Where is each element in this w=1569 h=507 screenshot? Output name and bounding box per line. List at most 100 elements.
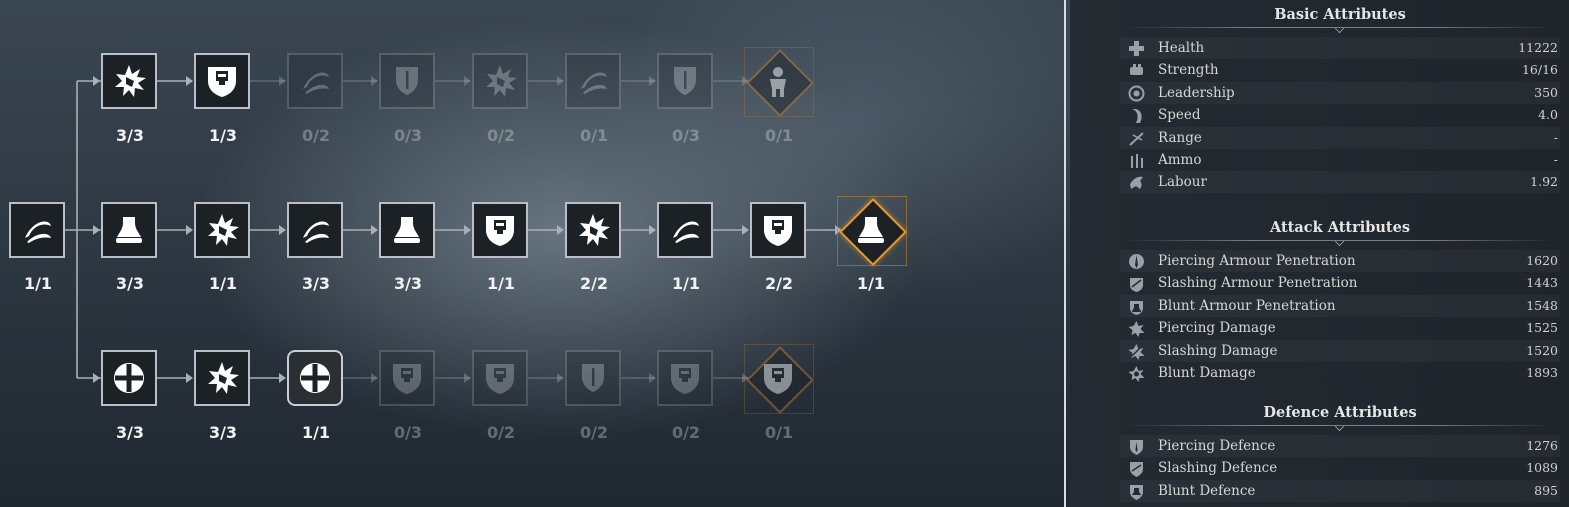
shield-sword-icon — [582, 364, 604, 392]
skill-node-top-4[interactable] — [379, 53, 435, 109]
attribute-name: Piercing Defence — [1158, 438, 1276, 454]
blunt-defence-icon — [1130, 484, 1143, 500]
cross-icon — [114, 363, 144, 393]
attribute-row: Ammo- — [1120, 149, 1560, 171]
attribute-name: Health — [1158, 40, 1205, 56]
skill-node-top-1[interactable] — [101, 53, 157, 109]
attribute-name: Slashing Damage — [1158, 342, 1278, 359]
bell-icon — [858, 217, 884, 243]
attack-attributes-title: Attack Attributes — [1269, 219, 1410, 236]
skill-level-mid-3: 3/3 — [301, 274, 331, 293]
capstone-frame — [744, 47, 814, 117]
swirl-icon — [673, 221, 699, 243]
shield-sword-icon — [396, 67, 418, 95]
connector-arrow — [186, 373, 193, 383]
piercing-damage-icon — [1128, 321, 1145, 338]
skill-node-mid-5[interactable] — [472, 202, 528, 258]
knight-shield-icon — [671, 364, 699, 394]
connector-arrow — [279, 225, 286, 235]
slashing-pen-icon — [1130, 278, 1143, 293]
skill-node-bot-1[interactable] — [101, 350, 157, 406]
connector-arrow — [93, 225, 100, 235]
skill-node-mid-4[interactable] — [379, 202, 435, 258]
skill-node-mid-capstone[interactable] — [837, 196, 907, 266]
skill-level-top-2: 1/3 — [208, 126, 238, 145]
attribute-name: Blunt Defence — [1158, 482, 1256, 499]
skill-node-bot-2[interactable] — [194, 350, 250, 406]
skill-node-bot-7[interactable] — [657, 350, 713, 406]
attribute-value: 4.0 — [1538, 107, 1558, 123]
attribute-value: 350 — [1534, 84, 1558, 100]
attribute-name: Piercing Damage — [1158, 320, 1276, 337]
swirl-icon — [581, 72, 607, 94]
attribute-value: 11222 — [1518, 40, 1558, 55]
shield-sword-icon — [674, 67, 696, 95]
warrior-icon — [770, 67, 786, 97]
skill-node-bot-6[interactable] — [565, 350, 621, 406]
skill-node-mid-6[interactable] — [565, 202, 621, 258]
attribute-value: 1.92 — [1530, 174, 1558, 190]
labour-icon — [1130, 177, 1143, 190]
skill-level-mid-5: 1/1 — [486, 274, 516, 293]
attribute-value: 1525 — [1526, 320, 1558, 336]
skill-node-top-6[interactable] — [565, 53, 621, 109]
skill-node-top-2[interactable] — [194, 53, 250, 109]
skill-level-bot-3: 1/1 — [301, 423, 331, 442]
attribute-name: Blunt Damage — [1158, 364, 1256, 381]
slashing-damage-icon — [1128, 343, 1145, 360]
skill-node-mid-7[interactable] — [657, 202, 713, 258]
skill-level-mid-1: 3/3 — [115, 274, 145, 293]
skill-level-top-capstone: 0/1 — [764, 126, 794, 145]
attribute-name: Blunt Armour Penetration — [1158, 297, 1336, 314]
skill-node-bot-3[interactable] — [287, 350, 343, 406]
skill-node-top-capstone[interactable] — [744, 47, 814, 117]
skill-node-mid-2[interactable] — [194, 202, 250, 258]
knight-shield-icon — [486, 364, 514, 394]
skill-level-mid-2: 1/1 — [208, 274, 238, 293]
attribute-value: 1089 — [1526, 460, 1558, 476]
skill-level-bot-6: 0/2 — [579, 423, 609, 442]
skill-node-bot-4[interactable] — [379, 350, 435, 406]
skill-node-mid-8[interactable] — [750, 202, 806, 258]
skill-node-top-7[interactable] — [657, 53, 713, 109]
bell-icon — [394, 217, 420, 243]
connector-arrow — [742, 225, 749, 235]
burst-icon — [208, 362, 239, 394]
skill-node-bot-5[interactable] — [472, 350, 528, 406]
skill-node-root[interactable] — [9, 202, 65, 258]
defence-attributes-title: Defence Attributes — [1263, 404, 1417, 421]
skill-node-bot-capstone[interactable] — [744, 344, 814, 414]
burst-icon — [486, 65, 517, 97]
piercing-defence-icon — [1130, 440, 1143, 455]
skill-level-top-1: 3/3 — [115, 126, 145, 145]
connector-arrow — [464, 373, 471, 383]
attribute-name: Range — [1158, 129, 1202, 146]
strength-icon — [1130, 64, 1143, 76]
connector-arrow — [186, 76, 193, 86]
basic-attributes-title: Basic Attributes — [1274, 6, 1406, 23]
connector-arrow — [557, 76, 564, 86]
knight-shield-icon — [393, 364, 421, 394]
skill-node-top-3[interactable] — [287, 53, 343, 109]
knight-shield-icon — [486, 216, 514, 246]
burst-icon — [208, 214, 239, 246]
connector-arrow — [464, 225, 471, 235]
connector-arrow — [557, 373, 564, 383]
attribute-row: Piercing Damage 1525 — [1120, 317, 1560, 339]
attribute-name: Slashing Armour Penetration — [1158, 275, 1358, 292]
attribute-name: Speed — [1158, 107, 1201, 124]
skill-node-top-5[interactable] — [472, 53, 528, 109]
connector-arrow — [649, 76, 656, 86]
skill-node-mid-1[interactable] — [101, 202, 157, 258]
attribute-value: 1620 — [1526, 253, 1558, 268]
skill-level-bot-1: 3/3 — [115, 423, 145, 442]
skill-node-mid-3[interactable] — [287, 202, 343, 258]
